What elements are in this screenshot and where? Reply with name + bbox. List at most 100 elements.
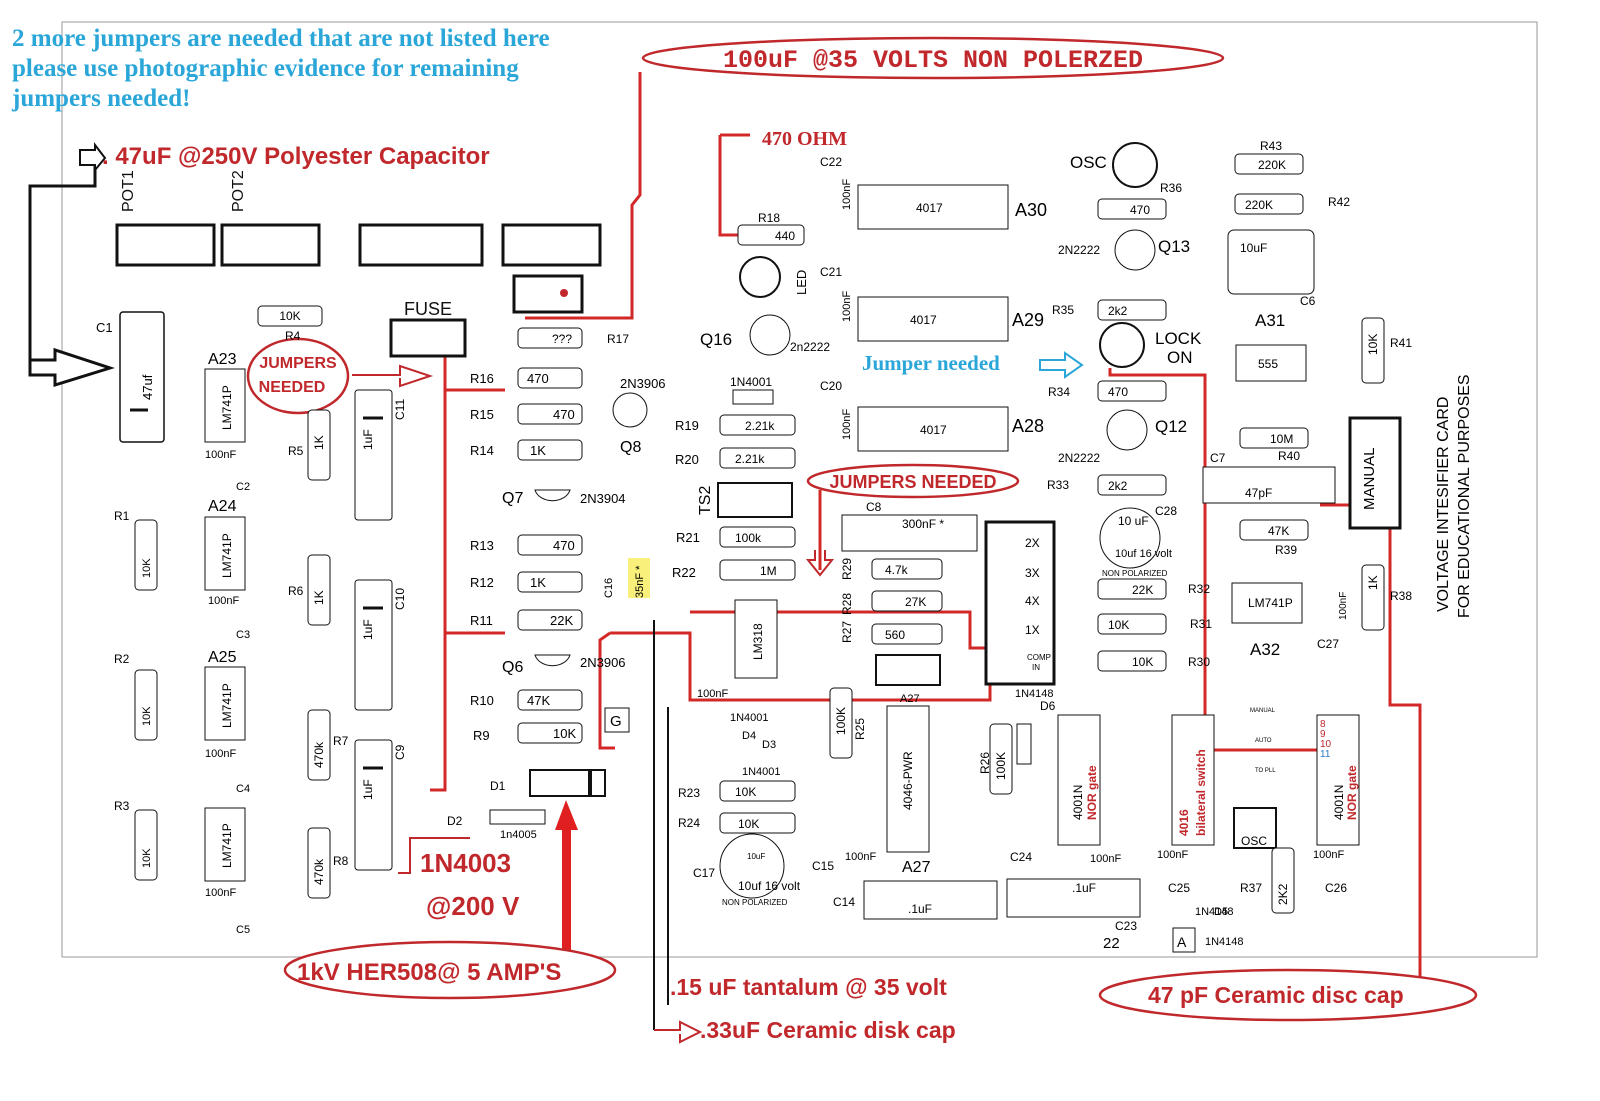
label-capacitors-c7-val: 47pF (1245, 486, 1272, 500)
label-callouts-diode_200v: @200 V (426, 891, 520, 921)
label-resistors-r16-ref: R16 (470, 371, 494, 386)
c1-ref: C1 (96, 320, 113, 335)
label-misc-switch_pins-1: 3X (1025, 566, 1040, 580)
callout-jumpers-left: JUMPERS NEEDED (246, 337, 434, 415)
label-misc-pin_nums-0: 8 (1320, 719, 1326, 730)
label-ics-decoupling: 100nF (205, 449, 236, 461)
label-ics-a28-cap: C20 (820, 379, 842, 393)
pad-square (875, 654, 941, 686)
label-resistors-r19-ref: R19 (675, 418, 699, 433)
black-traces (653, 620, 669, 1030)
label-ics-nor2-part: 4001N (1332, 785, 1346, 820)
label-resistors-r7-ref: R7 (333, 734, 349, 748)
label-transistors-q8-part: 2N3906 (620, 376, 666, 391)
label-resistors-r2-val: 10K (141, 706, 153, 726)
label-resistors-r41-ref: R41 (1390, 336, 1412, 350)
label-resistors-r38-val: 1K (1366, 575, 1380, 590)
label-resistors-r29-val: 4.7k (885, 563, 909, 577)
label-resistors-r35-val: 2k2 (1108, 304, 1128, 318)
label-resistors-r31-val: 10K (1108, 618, 1129, 632)
label-resistors-r3-val: 10K (141, 848, 153, 868)
label-misc-twenty_two: 22 (1103, 935, 1120, 952)
label-capacitors-c14-val: .1uF (908, 902, 932, 916)
label-diodes-n4148: 1N4148 (1015, 688, 1054, 700)
label-capacitors-c25: C25 (1168, 881, 1190, 895)
label-resistors-r3-ref: R3 (114, 799, 130, 813)
label-resistors-r4-ref: R4 (285, 329, 301, 343)
label-ics-nor2-sub: NOR gate (1345, 765, 1359, 820)
label-diodes-n4001: 1N4001 (730, 375, 772, 389)
label-resistors-r15-val: 470 (553, 407, 575, 422)
label-resistors-r18-val: 440 (775, 229, 795, 243)
label-ics-a30-cap: C22 (820, 155, 842, 169)
callout-47pf: 47 pF Ceramic disc cap (1098, 968, 1478, 1022)
right-column: OSC R36 470 2N2222 Q13 R35 2k2 LOCK ON R… (1047, 142, 1212, 672)
label-resistors-r15-ref: R15 (470, 407, 494, 422)
label-misc-switch_pins-5: IN (1032, 663, 1040, 672)
label-resistors-r30-val: 10K (1132, 655, 1153, 669)
label-resistors-r17-ref: R17 (607, 332, 629, 346)
label-misc-osc: OSC (1070, 153, 1107, 172)
label-capacitors-c14-ref: C14 (833, 895, 855, 909)
label-resistors-r27-val: 560 (885, 628, 905, 642)
label-capacitors-c11-ref: C11 (393, 399, 407, 420)
label-misc-osc: OSC (1241, 834, 1267, 848)
diode-1n4001-top: 1N4001 (730, 375, 774, 405)
label-callouts-ceramic_33: .33uF Ceramic disk cap (700, 1017, 956, 1043)
board-title: VOLTAGE INTESIFIER CARD FOR EDUCATIONAL … (1435, 374, 1473, 618)
label-resistors-r22-ref: R22 (672, 565, 696, 580)
callout-1n4003: 1N4003 @200 V (398, 837, 520, 921)
label-resistors-r41-val: 10K (1366, 334, 1380, 355)
label-ics-a26-part: LM741P (220, 823, 234, 868)
label-ics-switch4016-part: 4016 (1177, 809, 1191, 836)
label-misc-ts2: TS2 (697, 486, 714, 515)
label-ics-a27-ref: A27 (902, 859, 931, 876)
label-capacitors-c16-val: 35nF * (634, 565, 646, 598)
switch-block: 2X 3X 4X 1X COMP IN 1N4148 D6 (984, 520, 1056, 713)
label-capacitors-c7-ref: C7 (1210, 451, 1226, 465)
label-capacitors-c28-val: 10 uF (1118, 514, 1149, 528)
label-resistors-r8-val: 470k (312, 858, 326, 885)
label-diodes-d5: D5 (1214, 906, 1228, 918)
label-ics-a23-ref: A23 (208, 351, 237, 368)
label-resistors-r20-ref: R20 (675, 452, 699, 467)
label-ics-a31-ref: A31 (1255, 311, 1285, 330)
label-diodes-n4148: 1N4148 (1195, 906, 1234, 918)
label-transistors-q12-part: 2N2222 (1058, 451, 1100, 465)
label-ics-a28-ref: A28 (1012, 416, 1044, 436)
lower-middle: 100nF 1N4001 D4 D3 1N4001 R23 10K R24 10… (678, 687, 931, 876)
label-ics-a30-part: 4017 (916, 201, 943, 215)
label-transistors-q13-part: 2N2222 (1058, 243, 1100, 257)
label-misc-pin_nums-2: 10 (1320, 739, 1332, 750)
ic-a26: LM741P 100nF C5 (204, 807, 250, 936)
label-capacitors-cap100nf: 100nF (845, 851, 876, 863)
led: LED (739, 256, 809, 298)
callout-47uf-text: . 47uF @250V Polyester Capacitor (102, 143, 490, 170)
label-transistors-q13-ref: Q13 (1158, 237, 1190, 256)
label-capacitors-c28-np: NON POLARIZED (1102, 569, 1168, 578)
label-callouts-ceramic_47: 47 pF Ceramic disc cap (1148, 982, 1404, 1008)
label-transistors-q16-part: 2n2222 (790, 340, 830, 354)
label-diodes-d6: D6 (1040, 699, 1056, 713)
label-resistors-r21-val: 100k (735, 531, 762, 545)
label-ics-a30-ref: A30 (1015, 200, 1047, 220)
callout-100uf-text: 100uF @35 VOLTS NON POLERZED (723, 46, 1143, 75)
label-resistors-r14-val: 1K (530, 443, 546, 458)
label-resistors-r10-val: 47K (527, 693, 550, 708)
label-resistors-r32-val: 22K (1132, 583, 1153, 597)
label-ics-a23-part: LM741P (220, 385, 234, 430)
callout-her508: 1kV HER508@ 5 AMP'S (283, 940, 617, 1000)
label-resistors-r37-val: 2K2 (1276, 883, 1290, 905)
label-resistors-r25-ref: R25 (853, 718, 867, 740)
cap-c1: C1 47uf (96, 311, 165, 443)
label-callouts-tantalum: .15 uF tantalum @ 35 volt (670, 974, 947, 1000)
